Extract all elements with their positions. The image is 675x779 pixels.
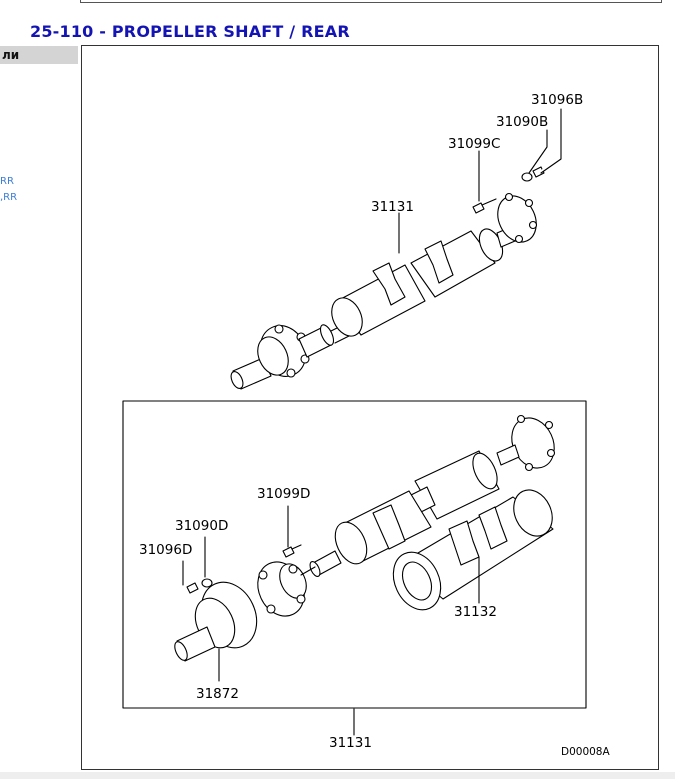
part-label: 31131 (371, 199, 414, 215)
part-label: 31099C (448, 136, 500, 152)
part-label: 31131 (329, 735, 372, 751)
exploded-view-drawing: 31096B 31090B 31099C 31131 31099D 31090D… (122, 92, 610, 758)
part-label: 31090D (175, 518, 228, 534)
sidebar-link-2[interactable]: ,RR (0, 192, 18, 203)
part-label: 31096D (139, 542, 192, 558)
page-title: 25-110 - PROPELLER SHAFT / REAR (30, 22, 350, 41)
upper-shaft-assembly (230, 108, 562, 390)
bottom-strip (0, 772, 675, 779)
sidebar-link-1[interactable]: RR (0, 176, 14, 187)
top-panel-frame (80, 0, 662, 3)
part-label: 31872 (196, 686, 239, 702)
part-label: 31096B (531, 92, 583, 108)
parts-diagram: 31096B 31090B 31099C 31131 31099D 31090D… (81, 45, 659, 770)
sidebar-tab[interactable]: ли (0, 46, 78, 64)
part-label: 31099D (257, 486, 310, 502)
part-label: 31090B (496, 114, 548, 130)
drawing-code: D00008A (561, 746, 610, 758)
part-label: 31132 (454, 604, 497, 620)
lower-shaft-assembly (174, 414, 556, 682)
